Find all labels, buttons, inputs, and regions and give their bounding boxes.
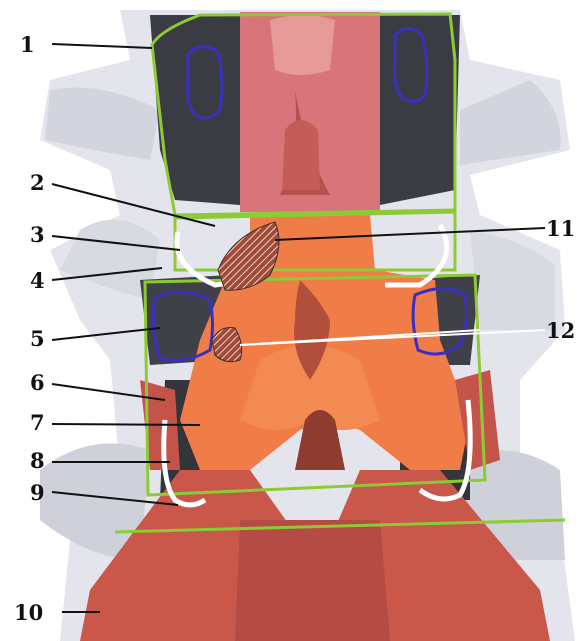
label-10: 10 bbox=[14, 600, 43, 625]
spinal-canal bbox=[240, 12, 380, 212]
label-7: 7 bbox=[30, 410, 45, 435]
label-2: 2 bbox=[30, 170, 45, 195]
label-4: 4 bbox=[30, 268, 45, 293]
label-5: 5 bbox=[30, 326, 45, 351]
label-9: 9 bbox=[30, 480, 45, 505]
label-12: 12 bbox=[546, 318, 575, 343]
label-3: 3 bbox=[30, 222, 45, 247]
label-11: 11 bbox=[546, 216, 575, 241]
pointer-7 bbox=[52, 424, 200, 425]
label-6: 6 bbox=[30, 370, 45, 395]
label-8: 8 bbox=[30, 448, 45, 473]
label-1: 1 bbox=[20, 32, 35, 57]
